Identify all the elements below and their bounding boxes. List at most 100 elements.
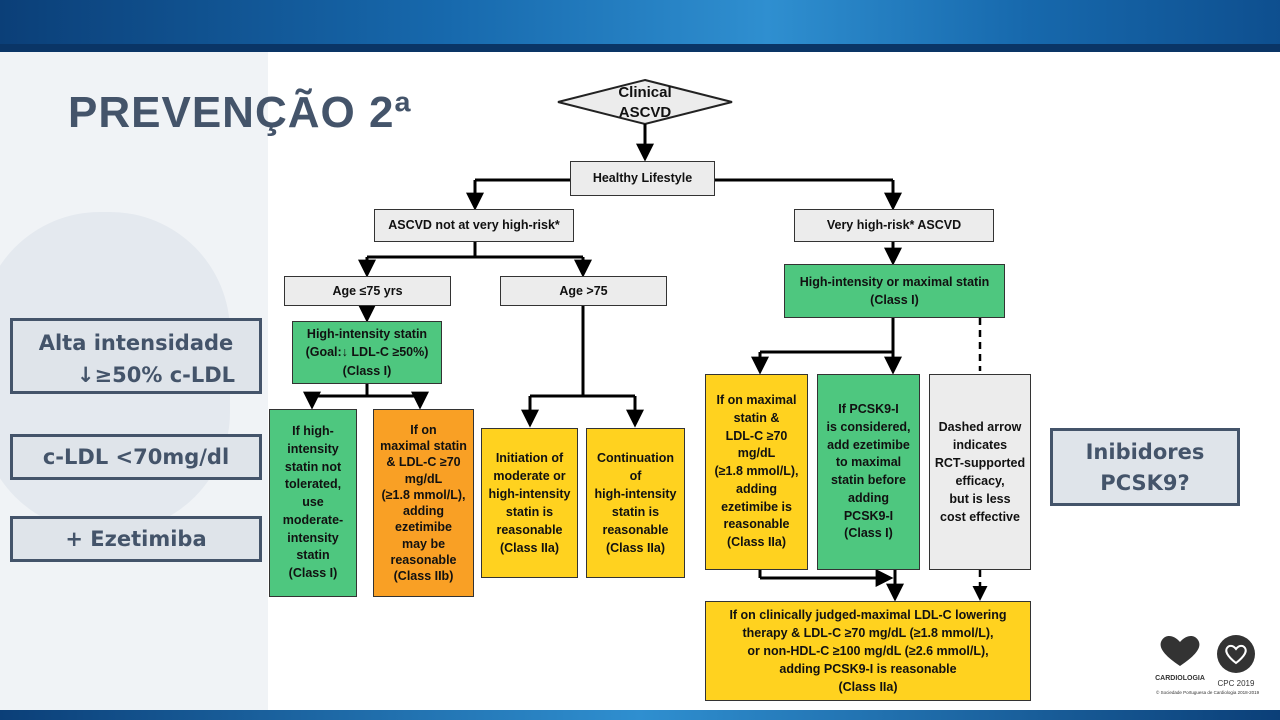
node-dashed-arrow-note: Dashed arrow indicates RCT-supported eff… xyxy=(929,374,1031,570)
node-pcsk9-considered-line: PCSK9-I xyxy=(843,508,894,523)
node-pcsk9-considered-line: adding xyxy=(848,490,889,505)
node-max-statin-ezetimibe-iib-line: If on xyxy=(410,422,437,437)
node-statin-not-tolerated-line: tolerated, xyxy=(284,477,342,492)
cpc-heart-icon xyxy=(1217,635,1255,673)
node-max-statin-ezetimibe-iia-line: LDL-C ≥70 xyxy=(725,428,788,443)
footer-banner xyxy=(0,710,1280,720)
node-continuation-line: Continuation xyxy=(596,450,675,465)
node-high-intensity-statin-line: High-intensity statin xyxy=(306,327,428,342)
node-high-intensity-statin: High-intensity statin (Goal:↓ LDL-C ≥50%… xyxy=(292,321,442,384)
node-high-intensity-statin-line: (Goal:↓ LDL-C ≥50%) xyxy=(305,345,429,360)
node-max-statin-ezetimibe-iib-line: (≥1.8 mmol/L), xyxy=(381,487,466,502)
node-dashed-arrow-note-line: RCT-supported xyxy=(934,455,1026,470)
node-max-statin-ezetimibe-iib-line: & LDL-C ≥70 xyxy=(386,455,461,470)
node-initiation-line: Initiation of xyxy=(495,450,564,465)
node-clinical-ascvd-line2: ASCVD xyxy=(618,103,672,121)
node-continuation-line: (Class IIa) xyxy=(605,541,666,556)
node-pcsk9-considered: If PCSK9-I is considered, add ezetimibe … xyxy=(817,374,920,570)
spc-name: CARDIOLOGIA xyxy=(1155,675,1205,682)
node-initiation-line: reasonable xyxy=(496,523,563,538)
node-dashed-arrow-note-line: efficacy, xyxy=(955,474,1005,488)
spc-caption: © Sociedade Portuguesa de Cardiologia 20… xyxy=(1156,690,1260,695)
note-pcsk9: Inibidores PCSK9? xyxy=(1050,428,1240,506)
node-statin-not-tolerated-line: intensity xyxy=(287,441,339,456)
note-pcsk9-line1: Inibidores xyxy=(1085,440,1205,464)
node-pcsk9-considered-line: (Class I) xyxy=(844,526,893,541)
node-pcsk9-considered-line: is considered, xyxy=(826,419,911,434)
node-age-gt75: Age >75 xyxy=(500,276,667,306)
node-final-pcsk9-line: therapy & LDL-C ≥70 mg/dL (≥1.8 mmol/L), xyxy=(742,625,994,640)
node-not-very-high-risk: ASCVD not at very high-risk* xyxy=(374,209,574,242)
node-max-statin-ezetimibe-iia-line: ezetimibe is xyxy=(721,499,792,514)
note-high-intensity-line2: ↓≥50% c-LDL xyxy=(76,363,236,387)
node-pcsk9-considered-line: to maximal xyxy=(835,455,902,470)
header-banner xyxy=(0,0,1280,52)
node-continuation-line: high-intensity xyxy=(594,486,677,501)
node-high-or-max-statin: High-intensity or maximal statin (Class … xyxy=(784,264,1005,318)
node-statin-not-tolerated-line: (Class I) xyxy=(288,566,338,581)
node-max-statin-ezetimibe-iia-line: mg/dL xyxy=(737,446,776,461)
node-statin-not-tolerated-line: If high- xyxy=(292,424,334,439)
node-max-statin-ezetimibe-iib-line: reasonable xyxy=(390,552,457,567)
node-initiation: Initiation of moderate or high-intensity… xyxy=(481,428,578,578)
node-healthy-lifestyle: Healthy Lifestyle xyxy=(570,161,715,196)
note-pcsk9-line2: PCSK9? xyxy=(1100,471,1190,495)
node-continuation-line: reasonable xyxy=(602,523,669,538)
node-statin-not-tolerated: If high- intensity statin not tolerated,… xyxy=(269,409,357,597)
node-clinical-ascvd: Clinical ASCVD xyxy=(585,83,705,122)
node-max-statin-ezetimibe-iia-line: If on maximal xyxy=(716,393,797,408)
slide-title: PREVENÇÃO 2ª xyxy=(68,88,412,137)
node-high-intensity-statin-line: (Class I) xyxy=(342,363,392,378)
node-initiation-line: moderate or xyxy=(493,468,566,483)
node-dashed-arrow-note-line: Dashed arrow xyxy=(938,419,1022,434)
node-max-statin-ezetimibe-iia-line: (≥1.8 mmol/L), xyxy=(714,464,799,479)
node-statin-not-tolerated-line: statin not xyxy=(284,459,342,474)
cpc-label: CPC 2019 xyxy=(1217,679,1255,688)
node-dashed-arrow-note-line: indicates xyxy=(952,437,1008,452)
node-max-statin-ezetimibe-iib-line: (Class IIb) xyxy=(393,569,454,583)
note-high-intensity: Alta intensidade ↓≥50% c-LDL xyxy=(10,318,262,394)
node-statin-not-tolerated-line: use xyxy=(302,495,324,510)
node-final-pcsk9-line: If on clinically judged-maximal LDL-C lo… xyxy=(729,607,1007,622)
node-initiation-line: high-intensity xyxy=(488,486,571,501)
node-continuation-line: of xyxy=(629,468,642,483)
node-age-le75: Age ≤75 yrs xyxy=(284,276,451,306)
note-high-intensity-line1: Alta intensidade xyxy=(38,331,234,355)
node-pcsk9-considered-line: statin before xyxy=(830,473,906,487)
node-final-pcsk9-line: (Class IIa) xyxy=(838,680,898,695)
node-max-statin-ezetimibe-iia-line: (Class IIa) xyxy=(726,535,787,550)
node-clinical-ascvd-line1: Clinical xyxy=(618,84,672,101)
node-pcsk9-considered-line: add ezetimibe xyxy=(827,437,910,452)
node-final-pcsk9-line: or non-HDL-C ≥100 mg/dL (≥2.6 mmol/L), xyxy=(747,643,989,658)
node-continuation-line: statin is xyxy=(611,505,660,519)
node-initiation-line: (Class IIa) xyxy=(499,541,560,556)
node-high-or-max-statin-line: High-intensity or maximal statin xyxy=(799,274,990,289)
node-pcsk9-considered-line: If PCSK9-I xyxy=(838,402,899,416)
node-dashed-arrow-note-line: cost effective xyxy=(940,510,1020,525)
heart-icon xyxy=(1160,636,1200,666)
node-max-statin-ezetimibe-iib-line: ezetimibe xyxy=(395,520,452,535)
cpc-logo: CPC 2019 xyxy=(1214,634,1258,688)
node-final-pcsk9: If on clinically judged-maximal LDL-C lo… xyxy=(705,601,1031,701)
note-ldl-target: c-LDL <70mg/dl xyxy=(10,434,262,480)
node-max-statin-ezetimibe-iib-line: maximal statin xyxy=(380,439,467,453)
node-max-statin-ezetimibe-iib-line: mg/dL xyxy=(404,471,443,486)
node-max-statin-ezetimibe-iia-line: statin & xyxy=(733,410,780,425)
note-ezetimibe: + Ezetimiba xyxy=(10,516,262,562)
node-continuation: Continuation of high-intensity statin is… xyxy=(586,428,685,578)
node-max-statin-ezetimibe-iia-line: adding xyxy=(736,481,777,496)
node-statin-not-tolerated-line: moderate- xyxy=(282,512,344,527)
node-max-statin-ezetimibe-iib-line: adding xyxy=(403,504,444,518)
node-high-or-max-statin-line: (Class I) xyxy=(870,293,919,307)
node-max-statin-ezetimibe-iia: If on maximal statin & LDL-C ≥70 mg/dL (… xyxy=(705,374,808,570)
node-statin-not-tolerated-line: intensity xyxy=(287,530,339,545)
spc-logo: CARDIOLOGIA xyxy=(1152,630,1208,696)
node-final-pcsk9-line: adding PCSK9-I is reasonable xyxy=(779,662,957,677)
node-very-high-risk: Very high-risk* ASCVD xyxy=(794,209,994,242)
node-dashed-arrow-note-line: but is less xyxy=(949,492,1011,507)
node-statin-not-tolerated-line: statin xyxy=(296,548,330,563)
header-strip xyxy=(0,44,1280,52)
node-max-statin-ezetimibe-iia-line: reasonable xyxy=(723,517,790,532)
node-max-statin-ezetimibe-iib-line: may be xyxy=(401,536,446,551)
